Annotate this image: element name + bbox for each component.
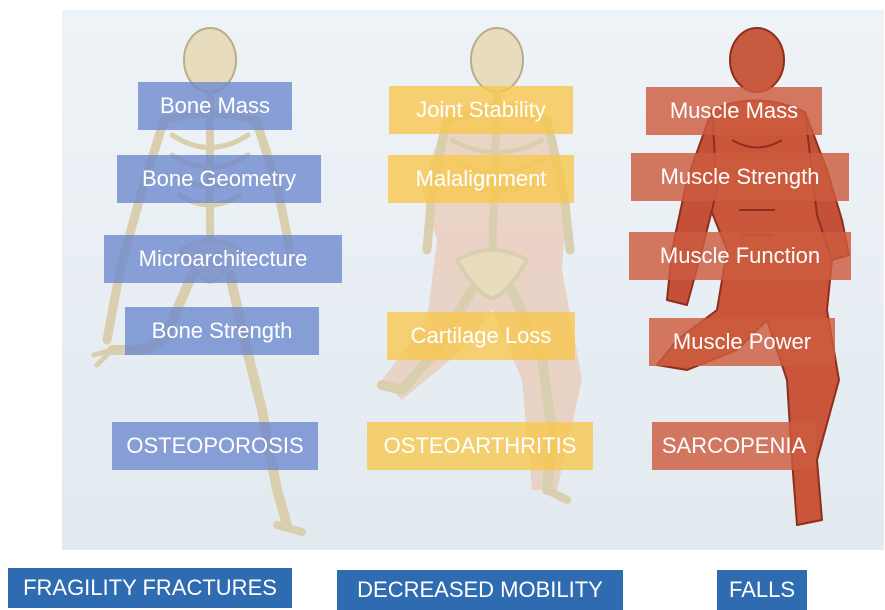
factor-muscle-strength: Muscle Strength xyxy=(631,153,849,201)
factor-malalignment: Malalignment xyxy=(388,155,574,203)
condition-osteoporosis: OSTEOPOROSIS xyxy=(112,422,318,470)
factor-muscle-mass: Muscle Mass xyxy=(646,87,822,135)
condition-osteoarthritis: OSTEOARTHRITIS xyxy=(367,422,593,470)
outcome-fragility-fractures: FRAGILITY FRACTURES xyxy=(8,568,292,608)
factor-muscle-function: Muscle Function xyxy=(629,232,851,280)
factor-cartilage-loss: Cartilage Loss xyxy=(387,312,575,360)
factor-bone-mass: Bone Mass xyxy=(138,82,292,130)
outcome-falls: FALLS xyxy=(717,570,807,610)
factor-microarchitecture: Microarchitecture xyxy=(104,235,342,283)
factor-joint-stability: Joint Stability xyxy=(389,86,573,134)
outcome-decreased-mobility: DECREASED MOBILITY xyxy=(337,570,623,610)
factor-bone-geometry: Bone Geometry xyxy=(117,155,321,203)
condition-sarcopenia: SARCOPENIA xyxy=(652,422,816,470)
illustration-panel: Bone Mass Bone Geometry Microarchitectur… xyxy=(62,10,884,550)
factor-muscle-power: Muscle Power xyxy=(649,318,835,366)
factor-bone-strength: Bone Strength xyxy=(125,307,319,355)
